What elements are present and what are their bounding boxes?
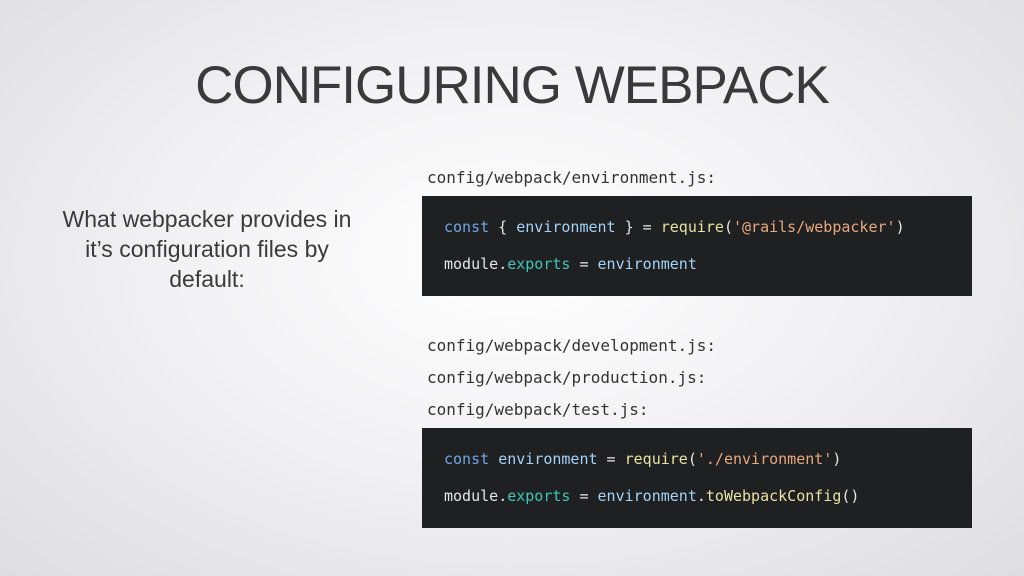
code-line: module.exports = environment.toWebpackCo…: [444, 487, 859, 505]
punctuation-token: .: [696, 487, 706, 505]
function-token: toWebpackConfig: [705, 487, 842, 505]
object-token: module: [444, 487, 499, 505]
keyword-token: const: [444, 218, 490, 236]
punctuation-token: .: [498, 487, 508, 505]
code-line: const { environment } = require('@rails/…: [444, 218, 905, 236]
test-filename: config/webpack/test.js:: [427, 400, 649, 419]
string-token: '@rails/webpacker': [733, 218, 896, 236]
punctuation-token: } =: [615, 218, 661, 236]
environment-code-block: const { environment } = require('@rails/…: [422, 196, 972, 296]
slide-description: What webpacker provides in it’s configur…: [62, 206, 352, 292]
punctuation-token: {: [489, 218, 517, 236]
function-token: require: [624, 450, 688, 468]
development-filename: config/webpack/development.js:: [427, 336, 716, 355]
string-token: './environment': [696, 450, 833, 468]
punctuation-token: =: [570, 255, 598, 273]
environment-config-code-block: const environment = require('./environme…: [422, 428, 972, 528]
punctuation-token: =: [570, 487, 598, 505]
punctuation-token: (: [687, 450, 697, 468]
property-token: exports: [507, 487, 571, 505]
punctuation-token: ): [832, 450, 842, 468]
punctuation-token: =: [597, 450, 625, 468]
keyword-token: const: [444, 450, 490, 468]
production-filename: config/webpack/production.js:: [427, 368, 707, 387]
punctuation-token: .: [498, 255, 508, 273]
punctuation-token: (: [723, 218, 733, 236]
function-token: require: [660, 218, 724, 236]
variable-token: environment: [516, 218, 616, 236]
punctuation-token: (): [841, 487, 860, 505]
variable-token: environment: [498, 450, 598, 468]
property-token: exports: [507, 255, 571, 273]
slide-title: CONFIGURING WEBPACK: [195, 56, 830, 115]
variable-token: environment: [597, 487, 697, 505]
code-line: module.exports = environment: [444, 255, 697, 273]
punctuation-token: [489, 450, 498, 468]
object-token: module: [444, 255, 499, 273]
variable-token: environment: [597, 255, 697, 273]
code-line: const environment = require('./environme…: [444, 450, 841, 468]
environment-filename: config/webpack/environment.js:: [427, 168, 716, 187]
punctuation-token: ): [895, 218, 905, 236]
